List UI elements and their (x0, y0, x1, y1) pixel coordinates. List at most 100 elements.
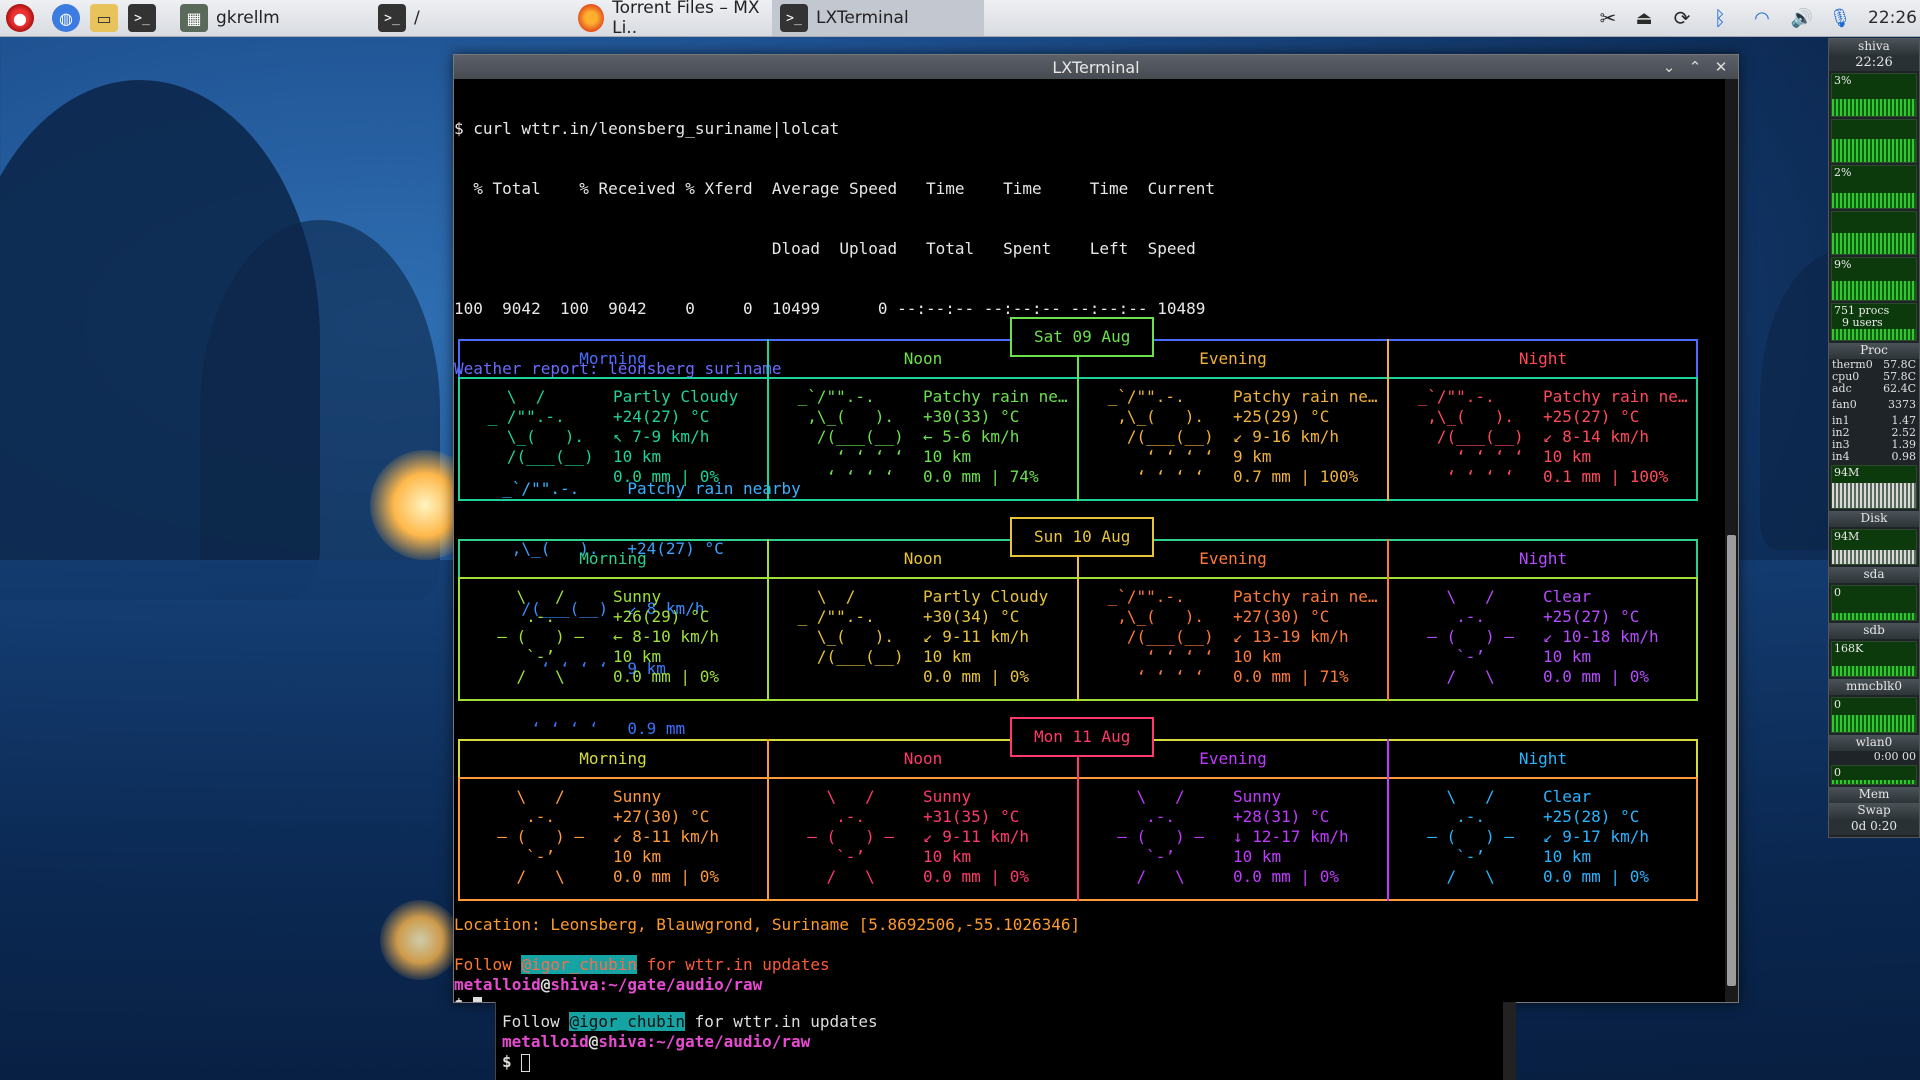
scissors-applet[interactable]: ✂ (1594, 0, 1622, 36)
column-divider (767, 739, 769, 901)
disk-chart: 94M (1831, 465, 1917, 509)
prompt-host: shiva (598, 1032, 647, 1051)
follow-handle-link[interactable]: @igor_chubin (569, 1012, 686, 1031)
task-lxterminal[interactable]: >_ LXTerminal (772, 0, 984, 36)
task-gkrellm[interactable]: ▦ gkrellm (172, 0, 368, 36)
close-button[interactable]: ✕ (1714, 58, 1728, 76)
follow-prefix: Follow (502, 1012, 570, 1031)
column-divider (1077, 739, 1079, 901)
weather-details: Clear +25(28) °C ↙ 9-17 km/h 10 km 0.0 m… (1543, 787, 1649, 886)
folder-icon: ▭ (90, 4, 118, 32)
prompt-input-line[interactable]: $ (454, 995, 483, 1002)
command-line: $ curl wttr.in/leonsberg_suriname|lolcat (454, 119, 840, 138)
maximize-button[interactable]: ⌃ (1688, 58, 1702, 76)
curl-stats: 100 9042 100 9042 0 0 10499 0 --:--:-- -… (454, 299, 1206, 318)
cpu-chart: 9% (1831, 257, 1917, 301)
task-terminal-root[interactable]: >_ / (370, 0, 566, 36)
bluetooth-applet[interactable]: ᛒ (1706, 0, 1734, 36)
terminal-icon: >_ (128, 4, 156, 32)
wlan-time: 0:00 00 (1873, 750, 1916, 763)
cpu-chart (1831, 119, 1917, 163)
terminal-launcher[interactable]: >_ (128, 0, 156, 36)
top-panel: ● ◍ ▭ >_ ▦ gkrellm >_ / Torrent Files – … (0, 0, 1920, 38)
current-weather-line: ‘ ‘ ‘ ‘ 0.9 mm (454, 719, 686, 738)
volume-applet[interactable]: 🔊 (1788, 0, 1816, 36)
column-divider (1387, 539, 1389, 701)
forecast-day: Morning \ / _ /"".-. \_( ). /(___(__) Pa… (458, 317, 1698, 501)
gk-clock: 22:26 (1829, 55, 1919, 71)
user-count: 9 users (1842, 316, 1883, 329)
period-label: Night (1518, 549, 1568, 568)
weather-ascii-art: _`/"".-. ,\_( ). /(___(__) ‘ ‘ ‘ ‘ ‘ ‘ ‘… (1417, 387, 1524, 486)
window-titlebar[interactable]: LXTerminal ⌄ ⌃ ✕ (454, 55, 1738, 79)
mmc-value: 0 (1834, 698, 1841, 711)
raspberry-icon: ● (6, 4, 34, 32)
weather-ascii-art: _`/"".-. ,\_( ). /(___(__) ‘ ‘ ‘ ‘ ‘ ‘ ‘… (1107, 587, 1214, 686)
period-label: Morning (579, 549, 647, 568)
scrollbar-thumb[interactable] (1727, 535, 1736, 986)
text-cursor (473, 996, 483, 1002)
lxterminal-window: LXTerminal ⌄ ⌃ ✕ $ curl wttr.in/leonsber… (453, 54, 1739, 1003)
cpu-percent: 3% (1834, 74, 1852, 87)
terminal-output[interactable]: $ curl wttr.in/leonsberg_suriname|lolcat… (454, 79, 1725, 1002)
wifi-applet[interactable]: ◠ (1748, 0, 1776, 36)
sda-chart: 0 (1831, 585, 1917, 621)
prompt-symbol: $ (454, 995, 473, 1002)
weather-details: Patchy rain ne… +27(30) °C ↙ 13-19 km/h … (1233, 587, 1378, 686)
volume-icon: 🔊 (1790, 7, 1814, 29)
weather-details: Sunny +27(30) °C ↙ 8-11 km/h 10 km 0.0 m… (613, 787, 719, 886)
follow-suffix: for wttr.in updates (685, 1012, 878, 1031)
raspberry-menu-button[interactable]: ● (6, 0, 34, 36)
file-manager-launcher[interactable]: ▭ (90, 0, 118, 36)
weather-details: Patchy rain ne… +25(27) °C ↙ 8-14 km/h 1… (1543, 387, 1688, 486)
clock[interactable]: 22:26 (1868, 0, 1917, 36)
cpu-chart: 2% (1831, 165, 1917, 209)
follow-prefix: Follow (454, 955, 522, 974)
browser-launcher[interactable]: ◍ (52, 0, 80, 36)
weather-ascii-art: \ / _ /"".-. \_( ). /(___(__) (797, 587, 904, 666)
task-label: Torrent Files – MX Li.. (612, 0, 760, 38)
prompt-input-line[interactable]: $ (502, 1052, 878, 1072)
bluetooth-icon: ᛒ (1714, 6, 1726, 30)
terminal-scrollbar[interactable] (1503, 1002, 1516, 1080)
weather-ascii-art: \ / .-. ― ( ) ― `-’ / \ (497, 787, 584, 886)
eject-applet[interactable]: ⏏ (1630, 0, 1658, 36)
proc-count: 751 procs (1834, 304, 1890, 317)
prompt-host: shiva (550, 975, 599, 994)
current-weather-line: _`/"".-. Patchy rain nearby (454, 479, 801, 498)
weather-ascii-art: _`/"".-. ,\_( ). /(___(__) ‘ ‘ ‘ ‘ ‘ ‘ ‘… (1107, 387, 1214, 486)
task-firefox[interactable]: Torrent Files – MX Li.. (570, 0, 786, 38)
minimize-button[interactable]: ⌄ (1662, 58, 1676, 76)
terminal-scrollbar[interactable] (1725, 79, 1738, 1002)
column-divider (767, 539, 769, 701)
sda-value: 0 (1834, 586, 1841, 599)
column-divider (767, 339, 769, 501)
cpu-percent: 9% (1834, 258, 1852, 271)
disk-chart: 94M (1831, 529, 1917, 565)
follow-handle-link[interactable]: @igor_chubin (521, 955, 638, 974)
prompt-at: @ (588, 1032, 599, 1051)
period-label: Noon (903, 549, 943, 568)
weather-details: Clear +25(27) °C ↙ 10-18 km/h 10 km 0.0 … (1543, 587, 1659, 686)
microphone-applet[interactable]: 🎙 (1826, 0, 1854, 36)
weather-report-title: Weather report: leonsberg_suriname (454, 359, 782, 378)
weather-ascii-art: _`/"".-. ,\_( ). /(___(__) ‘ ‘ ‘ ‘ ‘ ‘ ‘… (797, 387, 904, 486)
period-label: Noon (903, 349, 943, 368)
column-divider (1387, 739, 1389, 901)
period-label: Evening (1199, 549, 1267, 568)
weather-ascii-art: \ / .-. ― ( ) ― `-’ / \ (1117, 787, 1204, 886)
refresh-icon: ⟳ (1673, 6, 1691, 30)
gk-hostname: shiva (1829, 39, 1919, 55)
weather-ascii-art: \ / .-. ― ( ) ― `-’ / \ (497, 587, 584, 686)
update-applet[interactable]: ⟳ (1668, 0, 1696, 36)
column-divider (1077, 539, 1079, 701)
